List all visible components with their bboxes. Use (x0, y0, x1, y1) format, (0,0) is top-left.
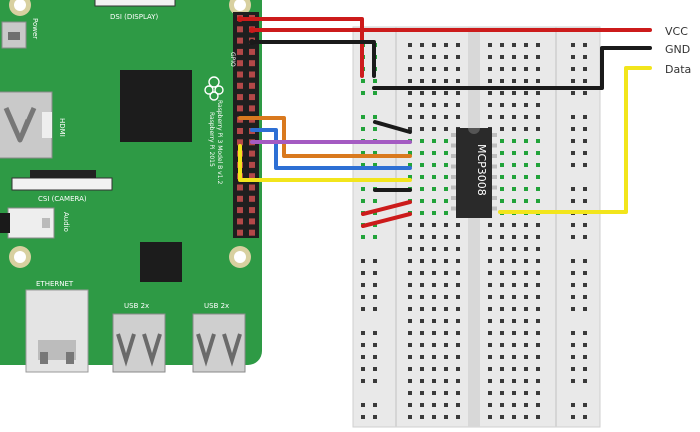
raspberry-pi-board: Power DSI (DISPLAY) Raspberry Pi 3 Model… (0, 0, 262, 373)
breadboard-center-channel (468, 27, 480, 427)
wires (238, 17, 652, 228)
wire-endpoints (237, 16, 255, 45)
wire-yellow-gpio (238, 144, 412, 182)
ethernet-label: ETHERNET (36, 280, 74, 288)
wire-gnd-out (372, 46, 652, 90)
dsi-connector (94, 0, 176, 7)
usb-lan-chip (140, 242, 182, 282)
model-text-line2: Raspberry Pi 2015 (208, 112, 215, 167)
jumper-black-1 (373, 120, 412, 134)
raspberry-logo-icon (204, 76, 224, 101)
model-text-line1: Raspberry Pi 3 Model B v1.2 (216, 100, 223, 184)
jumper-red-2 (361, 212, 412, 228)
breadboard (352, 26, 601, 428)
dsi-label: DSI (DISPLAY) (110, 13, 159, 21)
gpio-label: GPIO (229, 52, 236, 67)
usb-left-label: USB 2x (124, 302, 149, 310)
mcp3008-chip: MCP3008 (451, 128, 497, 218)
legend-gnd: GND (665, 43, 690, 56)
soc-chip (120, 70, 192, 142)
hdmi-label: HDMI (58, 118, 66, 137)
pi-pcb (0, 0, 262, 365)
legend-vcc: VCC (665, 25, 688, 38)
legend-data: Data (665, 63, 691, 76)
wire-data-out (498, 66, 652, 214)
gpio-header (233, 12, 259, 238)
chip-label: MCP3008 (475, 144, 488, 196)
csi-label: CSI (CAMERA) (38, 195, 87, 203)
wire-gnd (250, 40, 376, 78)
usb-right-label: USB 2x (204, 302, 229, 310)
audio-label: Audio (62, 212, 70, 232)
jumper-red-1 (361, 200, 412, 216)
wire-blue (250, 128, 412, 170)
audio-jack (7, 207, 55, 239)
csi-connector (11, 177, 113, 191)
wire-orange (238, 116, 412, 158)
wire-vcc (238, 17, 364, 78)
power-label: Power (31, 18, 39, 39)
